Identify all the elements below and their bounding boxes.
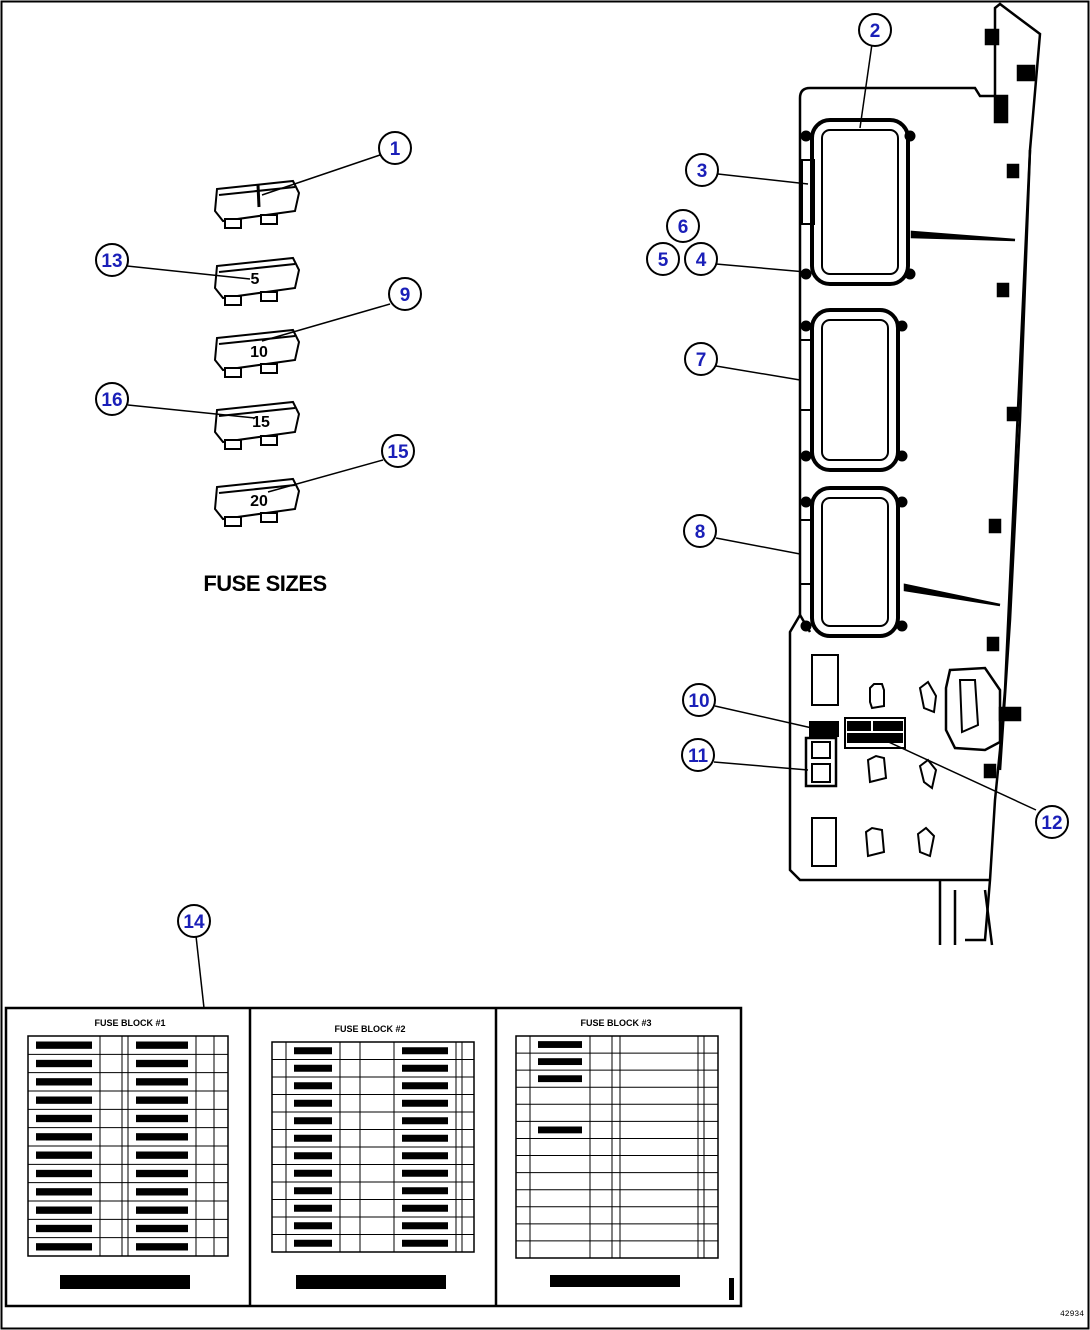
fuse-label-20: 20 bbox=[250, 493, 268, 510]
decal-footers bbox=[60, 1275, 734, 1300]
fuse-sizes-caption: FUSE SIZES bbox=[203, 571, 326, 596]
callout-1: 1 bbox=[378, 131, 412, 165]
drawing-code: 42934 bbox=[1060, 1310, 1084, 1319]
callout-16: 16 bbox=[95, 382, 129, 416]
callout-2: 2 bbox=[858, 13, 892, 47]
decal-title-1: FUSE BLOCK #1 bbox=[94, 1018, 165, 1028]
callout-6: 6 bbox=[666, 209, 700, 243]
fuse-block-2 bbox=[799, 308, 908, 472]
callout-label: 4 bbox=[696, 250, 707, 271]
callout-10: 10 bbox=[682, 683, 716, 717]
callout-8: 8 bbox=[683, 514, 717, 548]
fuse-label-15: 15 bbox=[252, 414, 270, 431]
fuse-10: 10 bbox=[213, 328, 301, 378]
callout-14: 14 bbox=[177, 904, 211, 938]
callout-7: 7 bbox=[684, 342, 718, 376]
callout-5: 5 bbox=[646, 242, 680, 276]
callout-13: 13 bbox=[95, 243, 129, 277]
fuse-block-1 bbox=[800, 118, 916, 286]
fuse-20: 20 bbox=[213, 477, 301, 527]
callout-11: 11 bbox=[681, 738, 715, 772]
panel-leaders bbox=[713, 43, 1037, 811]
callout-label: 7 bbox=[696, 350, 707, 371]
fuse-label-10: 10 bbox=[250, 344, 268, 361]
fuse-panel bbox=[788, 2, 1042, 946]
callout-label: 6 bbox=[678, 217, 689, 238]
callout-label: 2 bbox=[870, 21, 881, 42]
callout-label: 10 bbox=[688, 691, 709, 712]
callout-label: 1 bbox=[390, 139, 401, 160]
fuse-5: 5 bbox=[213, 256, 301, 306]
callout-label: 11 bbox=[688, 746, 709, 767]
callout-label: 8 bbox=[695, 522, 706, 543]
decal-tables bbox=[27, 1035, 719, 1259]
fuse-decal: FUSE BLOCK #1 FUSE BLOCK #2 FUSE BLOCK #… bbox=[4, 935, 743, 1308]
callout-label: 15 bbox=[387, 442, 409, 463]
callout-3: 3 bbox=[685, 153, 719, 187]
callout-label: 12 bbox=[1041, 813, 1062, 834]
callout-12: 12 bbox=[1035, 805, 1069, 839]
callout-label: 13 bbox=[101, 251, 122, 272]
callout-label: 14 bbox=[183, 912, 205, 933]
callout-15: 15 bbox=[381, 434, 415, 468]
fuse-15: 15 bbox=[213, 400, 301, 450]
decal-title-3: FUSE BLOCK #3 bbox=[580, 1018, 651, 1028]
relay-area bbox=[804, 654, 1002, 867]
callout-label: 16 bbox=[101, 390, 122, 411]
decal-title-2: FUSE BLOCK #2 bbox=[334, 1024, 405, 1034]
callout-label: 3 bbox=[697, 161, 708, 182]
fuse-block-3 bbox=[799, 486, 908, 638]
fuse-1 bbox=[213, 179, 301, 229]
fuse-leaders bbox=[126, 154, 391, 493]
callout-9: 9 bbox=[388, 277, 422, 311]
callout-label: 5 bbox=[658, 250, 669, 271]
callout-label: 9 bbox=[400, 285, 411, 306]
callout-4: 4 bbox=[684, 242, 718, 276]
fuse-block-housings bbox=[799, 118, 916, 638]
fuse-label-5: 5 bbox=[251, 271, 260, 288]
